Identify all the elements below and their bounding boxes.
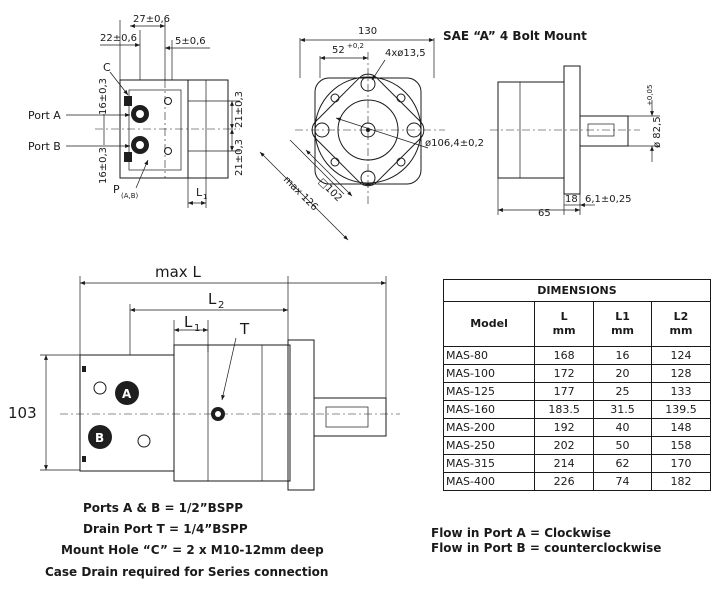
dim-82-5-tol: +0,05	[646, 85, 654, 106]
table-cell-value: 148	[650, 418, 712, 437]
dim-l1-top-sub: 1	[203, 193, 207, 201]
table-cell-value: 192	[534, 418, 595, 437]
table-cell-value: 177	[534, 382, 595, 401]
table-cell-model: MAS-250	[442, 436, 536, 455]
table-cell-value: 74	[593, 472, 652, 491]
table-cell-value: 158	[650, 436, 712, 455]
table-cell-value: 183.5	[534, 400, 595, 419]
note-drain: Drain Port T = 1/4”BSPP	[83, 522, 248, 536]
table-cell-value: 172	[534, 364, 595, 383]
table-cell-value: 202	[534, 436, 595, 455]
port-b-circle-label: B	[95, 431, 104, 445]
table-cell-value: 133	[650, 382, 712, 401]
dim-l2-sub: 2	[218, 300, 224, 311]
port-a-label: Port A	[28, 109, 61, 122]
dim-21-bottom: 21±0,3	[234, 139, 245, 176]
dim-square-102: □102	[316, 176, 344, 204]
dim-4x-holes: 4xø13,5	[385, 48, 426, 59]
note-ports: Ports A & B = 1/2”BSPP	[83, 501, 243, 515]
dim-6-1: 6,1±0,25	[585, 194, 632, 205]
table-cell-value: 40	[593, 418, 652, 437]
table-cell-model: MAS-400	[442, 472, 536, 491]
dim-l1-top: L	[196, 186, 203, 199]
notes: Ports A & B = 1/2”BSPP Drain Port T = 1/…	[45, 501, 661, 579]
dim-dia-106: ø106,4±0,2	[425, 138, 484, 149]
shaft-side-view: ø 82,5 +0,05 65 18 6,1±0,25	[490, 65, 663, 219]
dim-22: 22±0,6	[100, 33, 137, 44]
port-a-circle-label: A	[122, 387, 132, 401]
table-cell-value: 31.5	[593, 400, 652, 419]
dim-130: 130	[358, 26, 377, 37]
dim-l1-sub: 1	[194, 323, 200, 334]
port-b-label: Port B	[28, 140, 61, 153]
dim-52-tol: +0,2	[347, 42, 364, 50]
dim-52: 52	[332, 45, 345, 56]
table-cell-value: 128	[650, 364, 712, 383]
table-cell-model: MAS-80	[442, 346, 536, 365]
note-case: Case Drain required for Series connectio…	[45, 565, 328, 579]
dim-65: 65	[538, 208, 551, 219]
note-flow-b: Flow in Port B = counterclockwise	[431, 541, 661, 555]
table-cell-value: 20	[593, 364, 652, 383]
table-cell-value: 168	[534, 346, 595, 365]
table-cell-model: MAS-125	[442, 382, 536, 401]
table-cell-value: 182	[650, 472, 712, 491]
dim-l1: L	[184, 313, 193, 331]
table-cell-value: 50	[593, 436, 652, 455]
note-mount: Mount Hole “C” = 2 x M10-12mm deep	[61, 543, 324, 557]
table-cell-value: 16	[593, 346, 652, 365]
dim-max-l: max L	[155, 263, 201, 281]
table-cell-model: MAS-200	[442, 418, 536, 437]
p-sub-label: (A,B)	[121, 192, 139, 200]
dim-5: 5±0,6	[175, 36, 206, 47]
mount-hole-c-label: C	[103, 61, 111, 74]
table-caption: DIMENSIONS	[443, 279, 711, 302]
table-cell-value: 139.5	[650, 400, 712, 419]
drain-port-t-label: T	[239, 320, 250, 338]
table-cell-value: 124	[650, 346, 712, 365]
table-cell-model: MAS-100	[442, 364, 536, 383]
sae-mount-title: SAE “A” 4 Bolt Mount	[443, 29, 587, 43]
note-flow-a: Flow in Port A = Clockwise	[431, 526, 611, 540]
table-cell-value: 226	[534, 472, 595, 491]
dim-l2: L	[208, 290, 217, 308]
dim-103: 103	[8, 404, 37, 422]
table-cell-value: 25	[593, 382, 652, 401]
dim-27: 27±0,6	[133, 14, 170, 25]
dim-82-5: ø 82,5	[652, 116, 663, 148]
dim-max-126: max 126	[281, 174, 320, 213]
main-view: max L L 2 L 1 T 103 A B	[8, 263, 400, 491]
p-label: P	[113, 183, 120, 196]
top-side-view: 27±0,6 22±0,6 5±0,6 C Port A Port B 16±0…	[28, 14, 245, 208]
table-cell-value: 62	[593, 454, 652, 473]
table-cell-value: 214	[534, 454, 595, 473]
dim-21-top: 21±0,3	[234, 91, 245, 128]
table-cell-model: MAS-315	[442, 454, 536, 473]
table-header-0: Model	[442, 301, 536, 347]
dim-16-top: 16±0,3	[98, 78, 109, 115]
table-cell-model: MAS-160	[442, 400, 536, 419]
dim-16-bottom: 16±0,3	[98, 147, 109, 184]
dim-18: 18	[565, 194, 578, 205]
table-cell-value: 170	[650, 454, 712, 473]
